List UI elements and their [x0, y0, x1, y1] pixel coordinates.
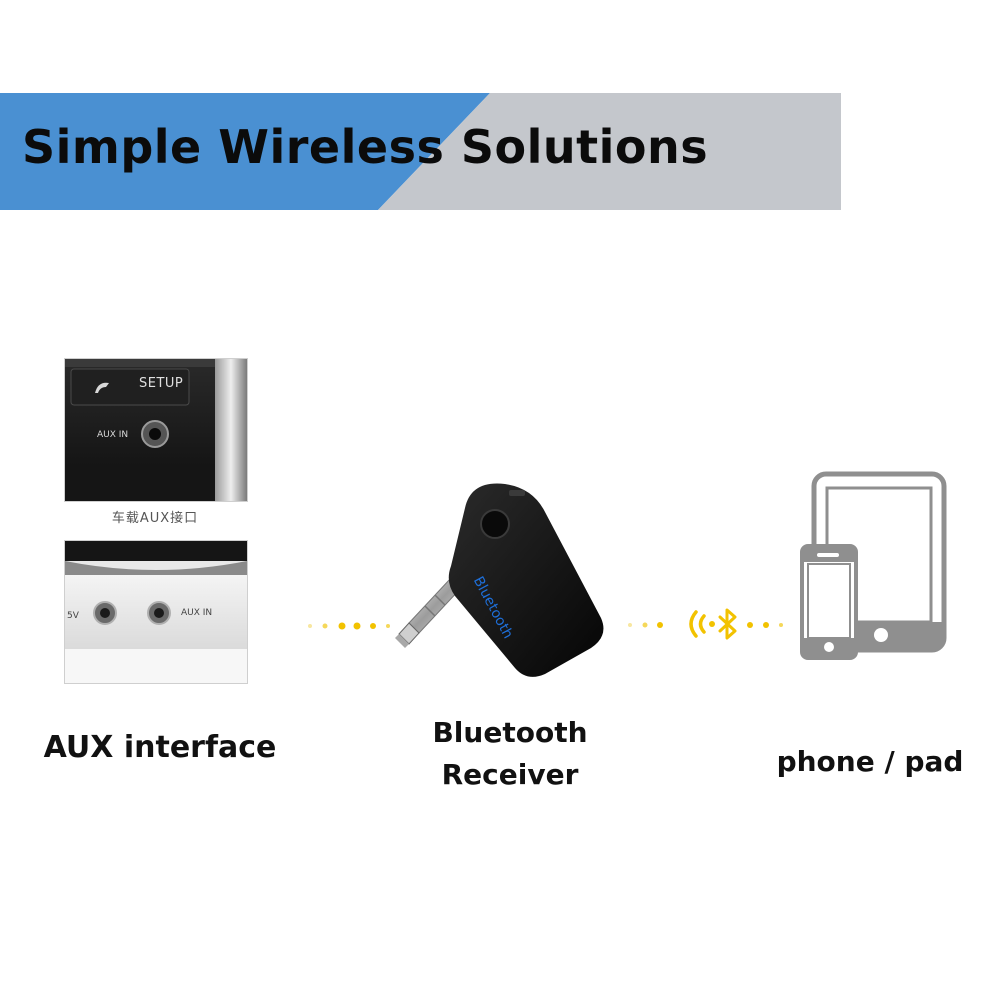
bluetooth-icon: [718, 608, 737, 640]
car-aux-photo: SETUP AUX IN: [64, 358, 248, 502]
banner-gray-section: [378, 93, 841, 210]
receiver-button: [480, 509, 510, 539]
phone-pad-label: phone / pad: [776, 745, 964, 778]
right-signal-group: [628, 608, 783, 640]
aux-interface-label: AUX interface: [43, 730, 277, 765]
devices-illustration: [800, 471, 947, 660]
speaker-aux-in-label: AUX IN: [181, 608, 213, 618]
banner-title: Simple Wireless Solutions: [22, 120, 709, 174]
speaker-voltage-label: 5V: [67, 611, 79, 621]
title-banner: [0, 93, 841, 210]
receiver-label-line2: Receiver: [441, 758, 579, 791]
phone-icon: [800, 544, 858, 660]
speaker-aux-photo: 5V AUX IN: [64, 540, 248, 684]
left-signal-dots: [308, 622, 390, 630]
setup-button-label: SETUP: [139, 376, 184, 391]
wireless-signal-icon: [689, 610, 715, 638]
car-aux-in-label: AUX IN: [97, 430, 129, 440]
car-aux-caption: 车载AUX接口: [111, 511, 199, 526]
bluetooth-receiver-label: Bluetooth Receiver: [400, 712, 620, 796]
banner-blue-section: [0, 93, 490, 210]
receiver-label-line1: Bluetooth: [432, 716, 588, 749]
bluetooth-receiver-device: [395, 483, 604, 677]
